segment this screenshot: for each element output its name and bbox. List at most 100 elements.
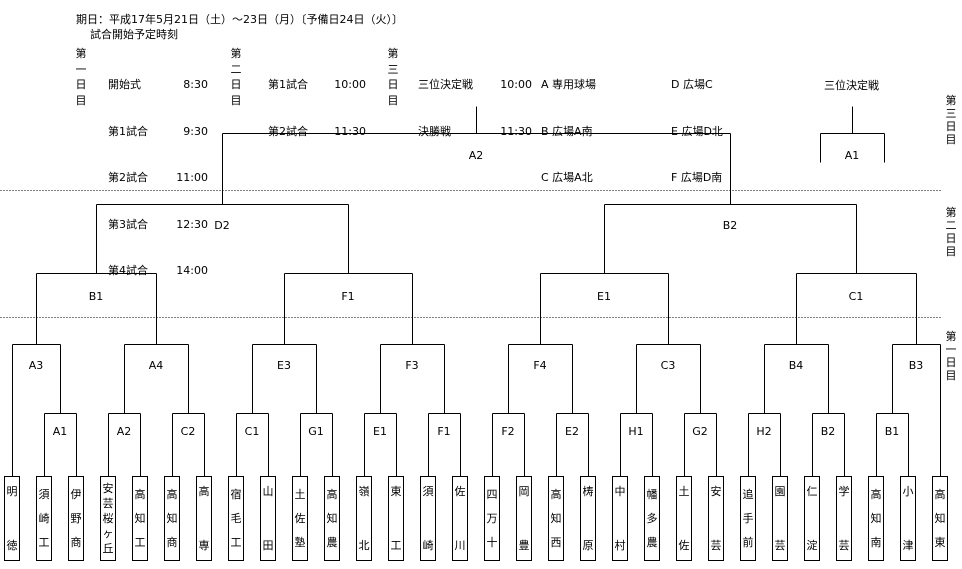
team-box: 高知南 (868, 476, 884, 561)
match-label-r0: E2 (565, 425, 579, 438)
match-label-r1: F4 (533, 359, 546, 372)
team-box: 佐川 (452, 476, 468, 561)
team-name-char: 万 (486, 511, 498, 525)
team-name-char: 梼 (582, 485, 594, 498)
schedule-item-name: 第1試合 (108, 124, 148, 138)
team-name-char: 幡 (646, 488, 658, 502)
schedule-item-time: 8:30 (183, 78, 208, 91)
schedule-item-time: 12:30 (176, 217, 208, 231)
match-label-r0: E1 (373, 425, 387, 438)
team-name-char: 村 (614, 539, 626, 552)
match-label-r0: C2 (181, 425, 196, 438)
match-label-r1: F3 (405, 359, 418, 372)
team-box: 仁淀 (804, 476, 820, 561)
team-name-char: 高 (326, 488, 338, 502)
team-name-char: 田 (262, 539, 274, 552)
team-name-char: 前 (742, 535, 754, 549)
team-name-char: 伊 (70, 488, 82, 502)
match-label-r0: F2 (501, 425, 514, 438)
match-label-qf: B1 (89, 290, 104, 303)
team-box: 小津 (900, 476, 916, 561)
team-name-char: 農 (326, 535, 338, 549)
match-label-r0: B2 (821, 425, 836, 438)
team-name-char: 原 (582, 539, 594, 552)
team-name-char: 高 (934, 488, 946, 502)
team-name-char: 多 (646, 511, 658, 525)
day3-char: 日 (387, 78, 399, 91)
schedule-day3-label: 第三日目 (387, 46, 399, 108)
match-label-r1: B4 (789, 359, 804, 372)
schedule-day3-times: 10:00 11:30 (490, 46, 532, 155)
match-label-r1: B3 (909, 359, 924, 372)
team-name-char: 高 (870, 488, 882, 502)
team-name-char: 南 (870, 535, 882, 549)
day1-char: 一 (75, 62, 87, 76)
team-name-char: 丘 (102, 542, 114, 555)
team-name-char: 高 (198, 485, 210, 498)
venue-item: C 広場A北 (541, 171, 593, 184)
team-name-char: 土 (294, 488, 306, 502)
team-name-char: 土 (678, 485, 690, 498)
team-box: 高知商 (164, 476, 180, 561)
match-label-r0: A2 (117, 425, 132, 438)
match-label-qf: F1 (341, 290, 354, 303)
venue-list-left: A 専用球場 B 広場A南 C 広場A北 (541, 46, 596, 201)
schedule-item-name: 第1試合 (268, 78, 308, 91)
team-name-char: 佐 (678, 539, 690, 552)
day3-char: 三 (387, 62, 399, 76)
match-label-r0: H2 (756, 425, 771, 438)
team-box: 園芸 (772, 476, 788, 561)
team-name-char: 高 (134, 488, 146, 502)
schedule-item-name: 第2試合 (268, 124, 308, 138)
day1-char: 目 (75, 93, 87, 107)
team-name-char: 宿 (230, 488, 242, 502)
team-name-char: 芸 (710, 539, 722, 552)
team-box: 高知農 (324, 476, 340, 561)
team-name-char: 野 (70, 511, 82, 525)
team-box: 高知東 (932, 476, 948, 561)
marker-char: 目 (945, 133, 957, 146)
team-name-char: 芸 (774, 539, 786, 552)
team-name-char: 塾 (294, 535, 306, 549)
team-name-char: 工 (134, 535, 146, 549)
venue-item: B 広場A南 (541, 124, 593, 138)
schedule-item-name: 第3試合 (108, 217, 148, 231)
match-label-r0: G2 (692, 425, 708, 438)
schedule-item-time: 11:30 (334, 124, 366, 138)
team-name-char: 学 (838, 485, 850, 498)
match-label-r1: A4 (149, 359, 164, 372)
team-name-char: 芸 (102, 497, 114, 510)
team-name-char: ヶ (102, 527, 114, 540)
team-box: 高知西 (548, 476, 564, 561)
schedule-day1-label: 第一日目 (75, 46, 87, 108)
day1-char: 日 (75, 78, 87, 91)
match-label-qf: E1 (597, 290, 611, 303)
schedule-item-time: 11:00 (176, 171, 208, 184)
team-name-char: 淀 (806, 539, 818, 552)
schedule-day1-times: 8:30 9:30 11:00 12:30 14:00 (166, 46, 208, 294)
schedule-day3-names: 三位決定戦 決勝戦 (418, 46, 473, 155)
team-name-char: 知 (326, 511, 338, 525)
team-name-char: 工 (230, 535, 242, 549)
team-name-char: 商 (70, 535, 82, 549)
team-name-char: 須 (422, 485, 434, 498)
team-name-char: 専 (198, 539, 210, 552)
team-name-char: 東 (934, 535, 946, 549)
team-name-char: 農 (646, 535, 658, 549)
team-box: 土佐塾 (292, 476, 308, 561)
team-name-char: 仁 (806, 485, 818, 498)
match-label-r1: C3 (661, 359, 676, 372)
team-name-char: 岡 (518, 485, 530, 498)
team-name-char: 津 (902, 539, 914, 552)
team-name-char: 知 (870, 511, 882, 525)
team-box: 高知工 (132, 476, 148, 561)
match-label-qf: C1 (849, 290, 864, 303)
team-name-char: 知 (134, 511, 146, 525)
team-box: 四万十 (484, 476, 500, 561)
schedule-day2-label: 第二日目 (230, 46, 242, 108)
team-name-char: 工 (390, 539, 402, 552)
team-box: 梼原 (580, 476, 596, 561)
schedule-item-name: 開始式 (108, 78, 141, 91)
team-name-char: 高 (550, 488, 562, 502)
team-box: 明徳 (4, 476, 20, 561)
